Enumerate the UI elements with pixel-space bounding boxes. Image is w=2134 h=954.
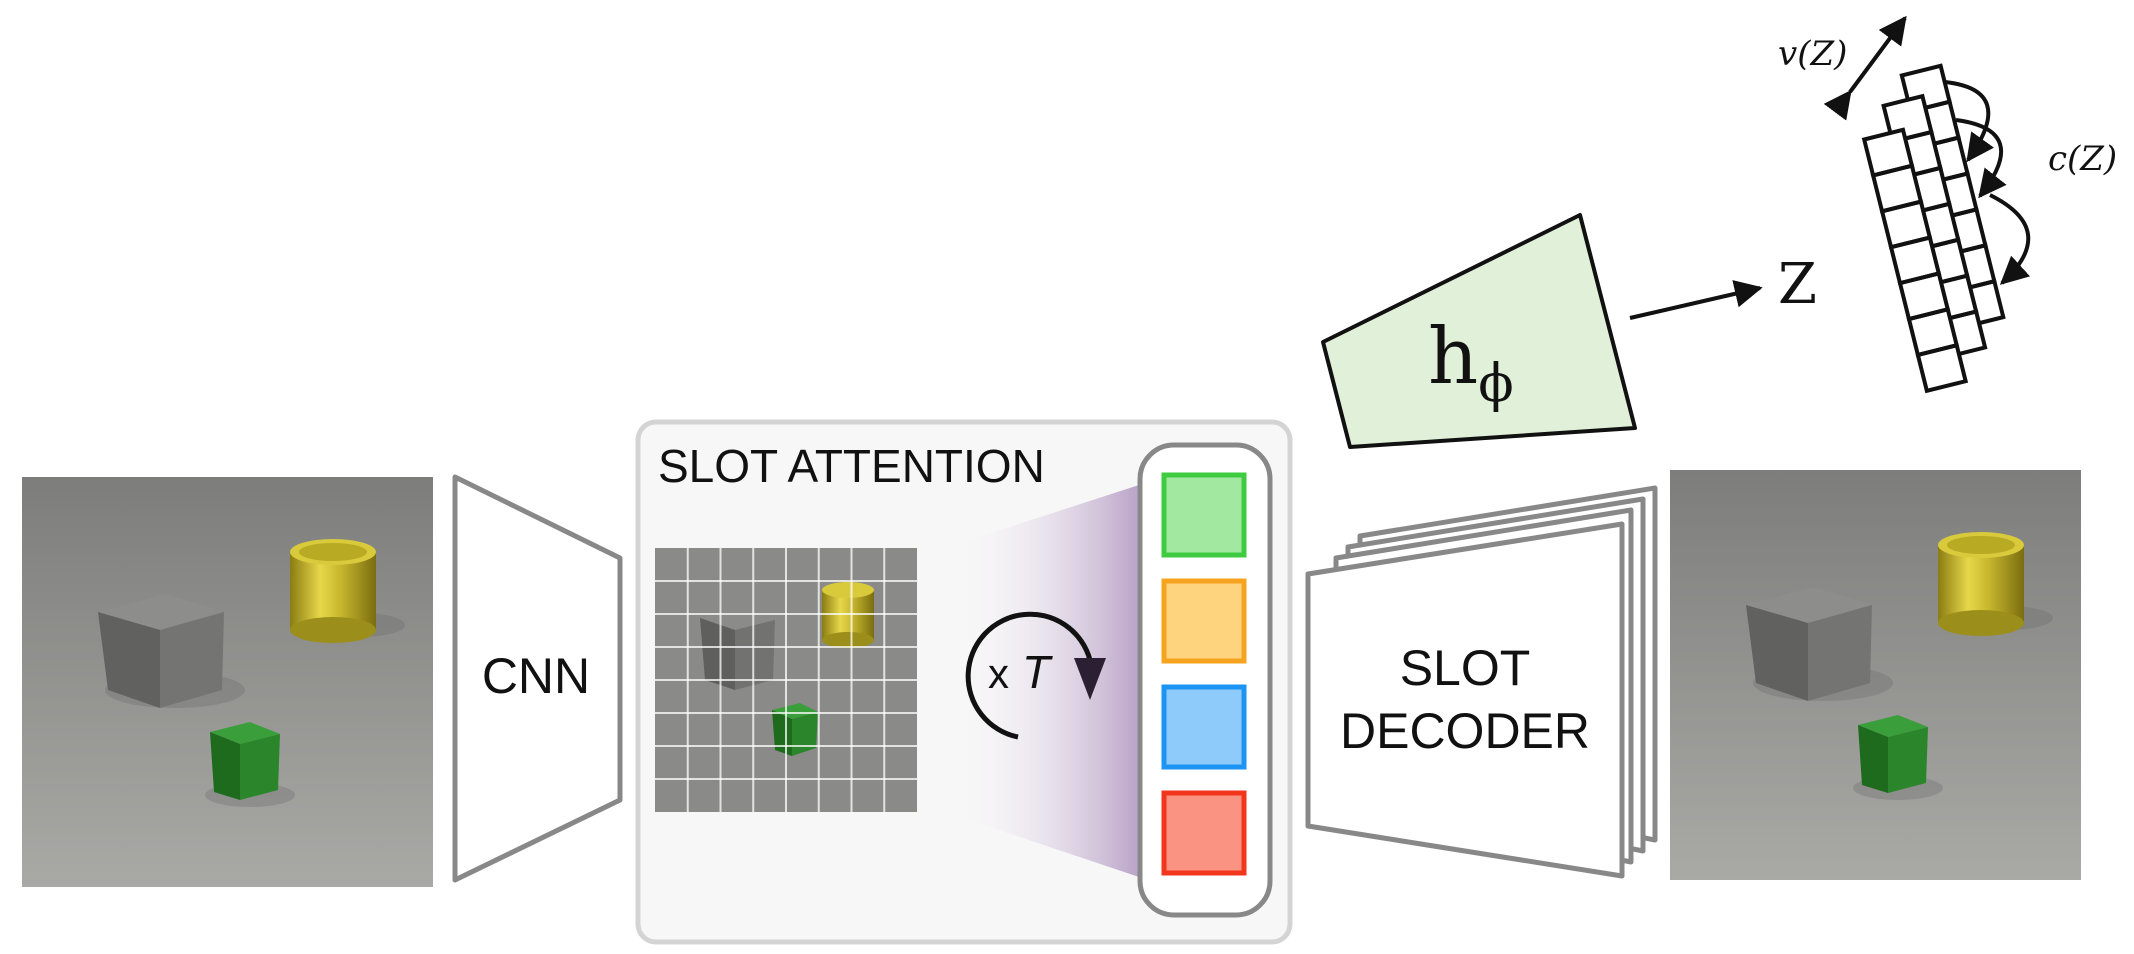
- gray-cube: [98, 594, 224, 708]
- slot-green: [1161, 472, 1247, 558]
- feature-grid: [655, 548, 917, 812]
- attention-funnel: [945, 484, 1142, 878]
- z-stack-background: [1864, 129, 1966, 391]
- h-phi-module: hϕ: [1321, 213, 1637, 449]
- z-label: Z: [1778, 252, 1817, 317]
- v-z-label: v(Z): [1778, 34, 1847, 74]
- iterations-T-label: T: [1022, 646, 1053, 698]
- cnn-encoder: CNN: [452, 474, 623, 883]
- slot-blue: [1161, 684, 1247, 770]
- reconstructed-scene-image: [1670, 470, 2081, 880]
- z-cell: [1915, 342, 1969, 394]
- h-phi-subscript: ϕ: [1478, 354, 1513, 414]
- z-slot-stacks: [1861, 63, 2006, 394]
- c-z-curved-arrows: [1944, 80, 2031, 285]
- h-phi-base: h: [1428, 312, 1478, 402]
- decoder-label-line1: SLOT: [1400, 640, 1531, 696]
- green-cube: [210, 722, 280, 800]
- svg-text:hϕ: hϕ: [1428, 312, 1514, 414]
- cnn-label: CNN: [482, 648, 590, 704]
- c-z-label: c(Z): [2048, 139, 2117, 179]
- slot-decoder: SLOT DECODER: [1305, 485, 1658, 879]
- yellow-cylinder: [290, 539, 376, 643]
- input-scene-image: [22, 477, 433, 887]
- iteration-loop-icon: [965, 611, 1106, 740]
- slot-attention-module: SLOT ATTENTION x T: [635, 419, 1293, 945]
- slot-vectors: [1161, 472, 1247, 876]
- iterations-x-label: x: [988, 650, 1009, 697]
- decoder-label-line2: DECODER: [1340, 703, 1590, 759]
- slot-red: [1161, 790, 1247, 876]
- arrow-to-z: [1629, 280, 1763, 320]
- z-stack-front: [1861, 127, 1969, 394]
- slot-attention-title: SLOT ATTENTION: [658, 440, 1045, 492]
- v-z-double-arrow: [1823, 15, 1907, 121]
- slot-orange: [1161, 578, 1247, 664]
